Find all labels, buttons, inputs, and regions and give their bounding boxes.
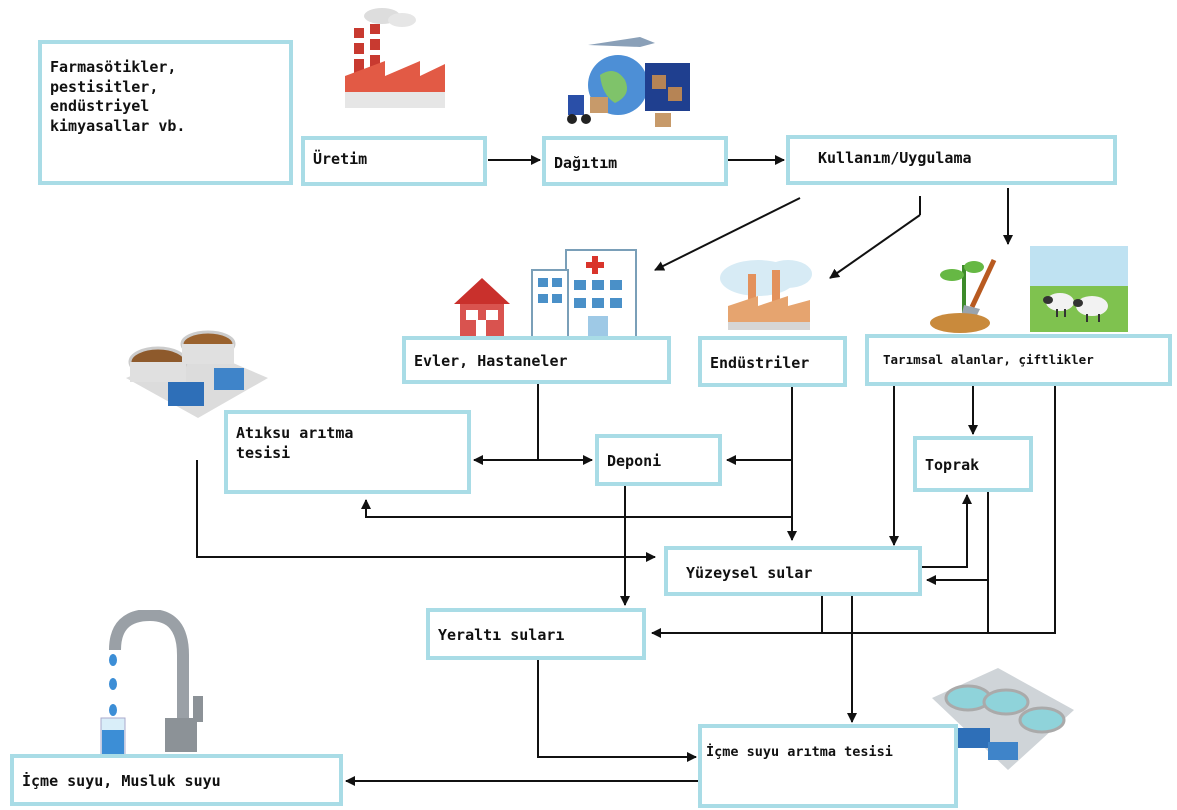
house-icon: [454, 278, 510, 336]
industries-box: Endüstriler: [698, 336, 847, 387]
logistics-icon: [567, 37, 690, 127]
distribution-box: Dağıtım: [542, 136, 728, 186]
sheep-field-icon: [1030, 246, 1128, 332]
arrow-wwtp-surface: [196, 460, 656, 562]
agriculture-box: Tarımsal alanlar, çiftlikler: [865, 334, 1172, 386]
surface-water-box: Yüzeysel sular: [664, 546, 922, 596]
arrow-surface-soil: [922, 494, 972, 568]
arrow-usage-industries-2: [829, 214, 921, 279]
hospital-icon: [531, 249, 637, 339]
industry-icon: [720, 260, 812, 330]
drinking-water-plant-box: İçme suyu arıtma tesisi: [698, 724, 958, 808]
homes-hospitals-box: Evler, Hastaneler: [402, 336, 671, 384]
arrow-usage-homes: [654, 197, 801, 271]
arrow-agri-groundwater: [651, 386, 1056, 638]
treatment-plant-icon: [126, 330, 268, 418]
chemicals-box: Farmasötikler, pestisitler, endüstriyel …: [38, 40, 293, 185]
water-plant-icon: [932, 668, 1074, 770]
soil-box: Toprak: [913, 436, 1033, 492]
production-box: Üretim: [301, 136, 487, 186]
faucet-icon: [100, 610, 203, 757]
factory-icon: [345, 8, 445, 108]
landfill-box: Deponi: [595, 434, 722, 486]
tap-water-box: İçme suyu, Musluk suyu: [10, 754, 343, 806]
arrow-groundwater-dwplant: [537, 659, 697, 762]
wastewater-plant-box: Atıksu arıtma tesisi: [224, 410, 471, 494]
arrow-industries-wwtp: [361, 499, 792, 518]
usage-box: Kullanım/Uygulama: [786, 135, 1117, 185]
groundwater-box: Yeraltı suları: [426, 608, 646, 660]
plant-shovel-icon: [930, 258, 997, 333]
